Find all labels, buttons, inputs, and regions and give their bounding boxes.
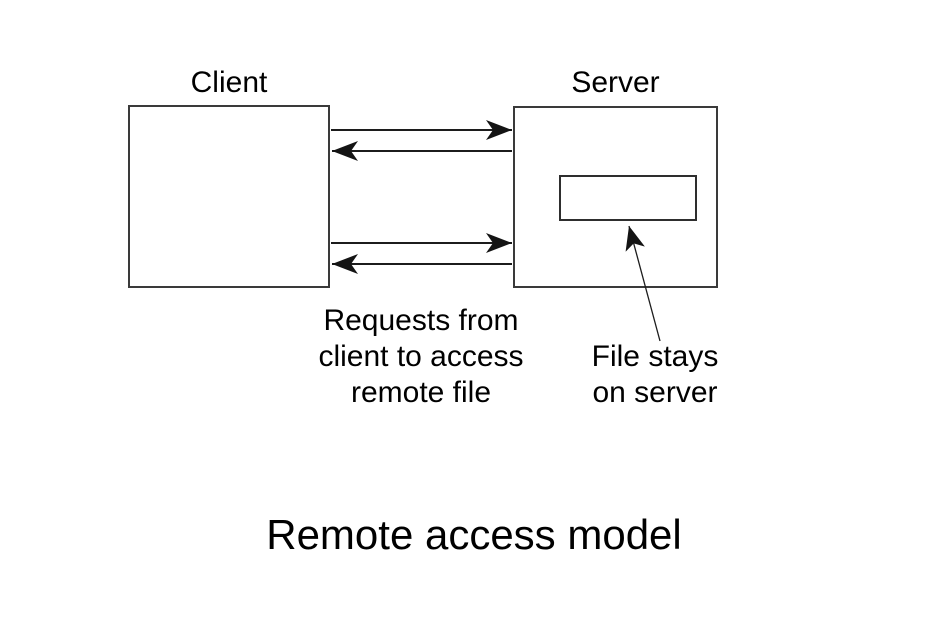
- diagram-title: Remote access model: [266, 511, 682, 558]
- file-caption: File stays on server: [591, 340, 719, 409]
- requests-caption: Requests from client to access remote fi…: [318, 304, 524, 409]
- file-box: [559, 175, 697, 221]
- client-box: [128, 105, 330, 288]
- client-label: Client: [190, 66, 268, 99]
- server-label: Server: [571, 66, 660, 99]
